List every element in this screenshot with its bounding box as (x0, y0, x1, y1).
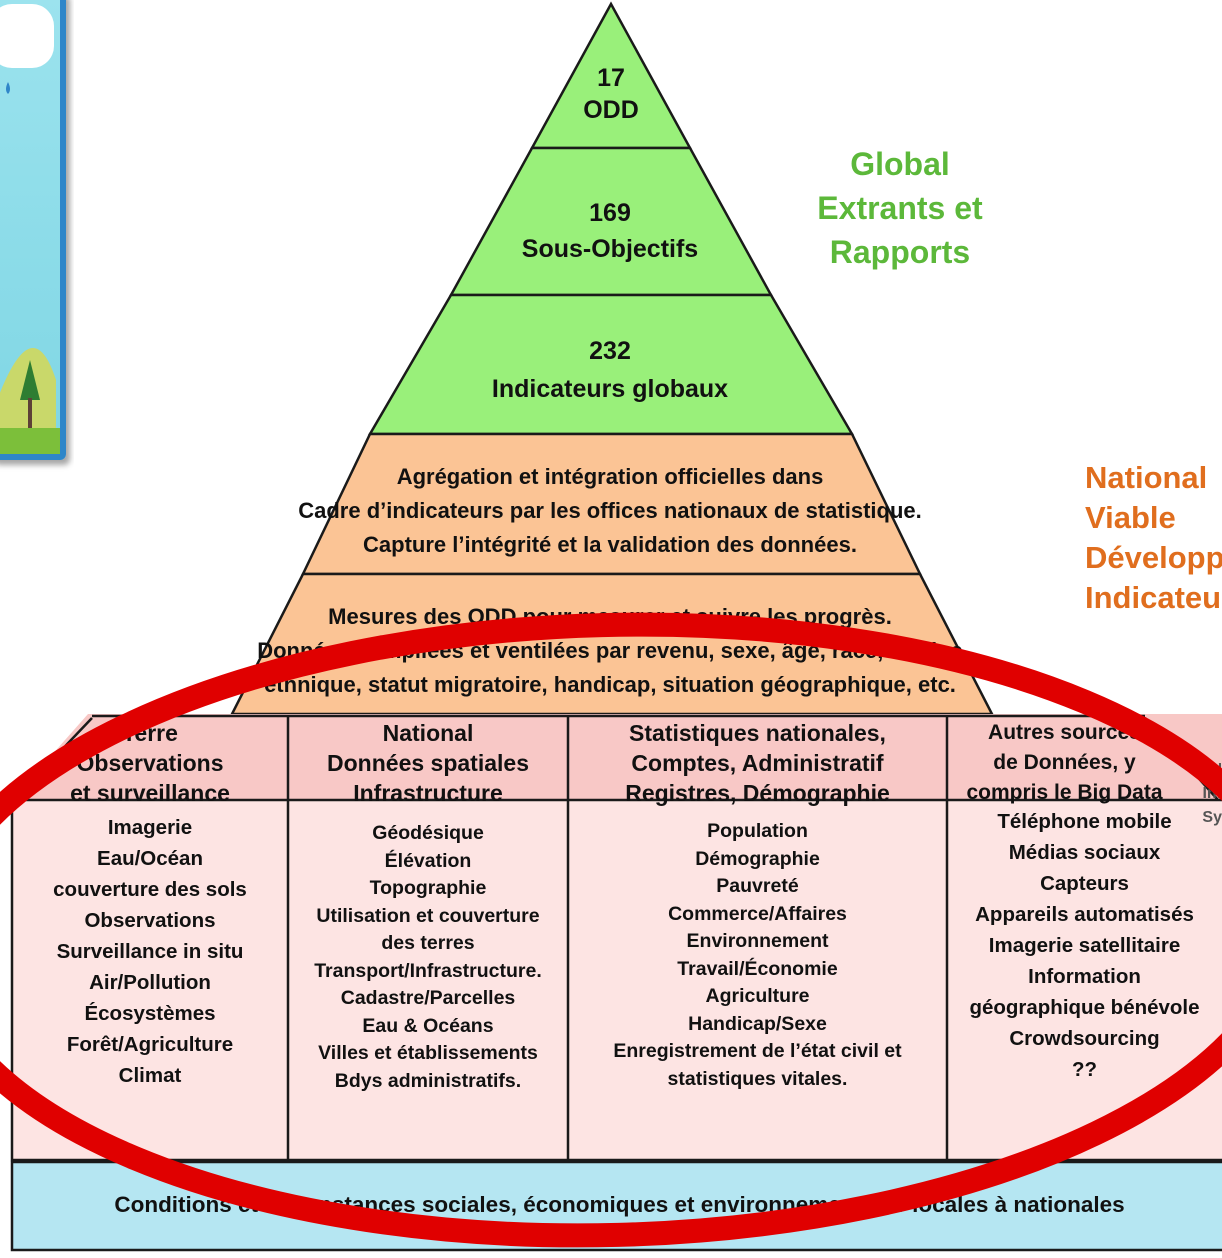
column-item: Imagerie (107, 816, 193, 839)
base-conditions-text: Conditions et circonstances sociales, éc… (114, 1192, 1125, 1217)
header-line: Données spatiales (327, 750, 529, 776)
column-earth-observations: Imagerie Eau/Océan couverture des sols O… (12, 812, 288, 1091)
column-national-statistics: Population Démographie Pauvreté Commerce… (568, 818, 947, 1093)
odd-label: ODD (583, 96, 639, 124)
decorative-picture-card (0, 0, 66, 460)
column-item: Villes et établissements (318, 1042, 538, 1064)
national-side-label: National Viable Développ Indicateu (1085, 458, 1222, 618)
sub-objectives-count: 169 (589, 199, 631, 227)
column-item: Handicap/Sexe (688, 1012, 827, 1035)
header-line: Autres sources (988, 721, 1141, 744)
column-item: Utilisation et couverture (316, 904, 540, 927)
label-measures: Mesures des ODD pour mesurer et suivre l… (150, 600, 1070, 702)
column-item: Surveillance in situ (56, 940, 244, 963)
column-item: Agriculture (705, 985, 810, 1007)
column-item: Géodésique (372, 822, 484, 844)
column-item: Topographie (369, 877, 487, 899)
header-line: de Données, y (993, 751, 1136, 774)
column-other-sources: Téléphone mobile Médias sociaux Capteurs… (947, 806, 1222, 1085)
header-line: Infrastructure (353, 780, 503, 806)
column-item: Observations (84, 909, 216, 932)
odd-count: 17 (597, 64, 625, 92)
column-item: des terres (381, 932, 475, 954)
column-item: Élévation (384, 849, 472, 872)
header-line: Statistiques nationales, (629, 720, 886, 746)
column-item: Environnement (686, 930, 829, 952)
column-item: Commerce/Affaires (668, 902, 847, 925)
header-line: Comptes, Administratif (631, 750, 884, 776)
header-other-sources: Autres sources de Données, y compris le … (947, 718, 1182, 808)
column-item: Pauvreté (716, 875, 799, 897)
header-line: et surveillance (70, 780, 230, 806)
global-indicators-label: Indicateurs globaux (491, 375, 729, 403)
column-item: Appareils automatisés (975, 903, 1194, 926)
column-item: Air/Pollution (89, 971, 211, 994)
header-line: Terre (122, 720, 178, 746)
column-item: Travail/Économie (677, 957, 838, 980)
column-spatial-data: Géodésique Élévation Topographie Utilisa… (288, 820, 568, 1095)
header-line: National (382, 720, 474, 746)
column-item: Imagerie satellitaire (988, 934, 1181, 957)
header-earth-observations: Terre Observations et surveillance (12, 718, 288, 808)
column-item: Eau & Océans (362, 1014, 494, 1037)
column-item: ?? (1071, 1058, 1098, 1081)
framework-side-line: N (1210, 761, 1222, 778)
measures-line: Données compilées et ventilées par reven… (257, 638, 963, 663)
header-spatial-data: National Données spatiales Infrastructur… (288, 718, 568, 808)
label-odd: 17 ODD (531, 62, 691, 126)
national-side-line: Développ (1085, 540, 1222, 575)
column-item: Transport/Infrastructure. (314, 959, 542, 982)
column-item: statistiques vitales. (667, 1067, 848, 1090)
column-item: Démographie (695, 847, 820, 870)
base-conditions-label: Conditions et circonstances sociales, éc… (12, 1190, 1222, 1220)
column-item: Médias sociaux (1008, 841, 1161, 864)
header-line: compris le Big Data (966, 781, 1163, 804)
column-item: Capteurs (1040, 872, 1129, 895)
label-sub-objectives: 169 Sous-Objectifs (450, 195, 770, 267)
sub-objectives-label: Sous-Objectifs (521, 235, 699, 263)
global-side-line: Global (850, 146, 950, 182)
national-side-line: Indicateu (1085, 580, 1222, 615)
column-item: Information (1028, 965, 1141, 988)
framework-side-line: Inf (1202, 785, 1222, 802)
column-item: Crowdsourcing (1009, 1027, 1160, 1050)
label-aggregation: Agrégation et intégration officielles da… (230, 460, 990, 562)
column-item: Eau/Océan (97, 847, 203, 870)
column-item: géographique bénévole (969, 996, 1200, 1019)
column-item: Téléphone mobile (997, 810, 1172, 833)
label-global-indicators: 232 Indicateurs globaux (370, 332, 850, 408)
column-item: Population (707, 820, 808, 842)
column-item: Écosystèmes (84, 1002, 216, 1025)
column-item: Bdys administratifs. (334, 1069, 522, 1092)
aggregation-line: Cadre d’indicateurs par les offices nati… (298, 498, 922, 523)
national-side-line: National (1085, 460, 1208, 495)
column-item: Forêt/Agriculture (66, 1033, 234, 1056)
global-side-line: Rapports (829, 234, 971, 270)
header-line: Observations (76, 750, 224, 776)
measures-line: ethnique, statut migratoire, handicap, s… (264, 672, 956, 697)
global-side-label: Global Extrants et Rapports (800, 142, 1000, 274)
aggregation-line: Agrégation et intégration officielles da… (396, 464, 824, 489)
column-item: couverture des sols (53, 878, 247, 901)
column-item: Cadastre/Parcelles (340, 987, 516, 1009)
header-national-statistics: Statistiques nationales, Comptes, Admini… (568, 718, 947, 808)
global-side-line: Extrants et (817, 190, 983, 226)
column-item: Climat (118, 1064, 182, 1087)
measures-line: Mesures des ODD pour mesurer et suivre l… (328, 604, 892, 629)
global-indicators-count: 232 (589, 337, 631, 365)
national-side-line: Viable (1085, 500, 1176, 535)
column-item: Enregistrement de l’état civil et (613, 1040, 902, 1062)
header-line: Registres, Démographie (625, 780, 890, 806)
aggregation-line: Capture l’intégrité et la validation des… (363, 532, 857, 557)
